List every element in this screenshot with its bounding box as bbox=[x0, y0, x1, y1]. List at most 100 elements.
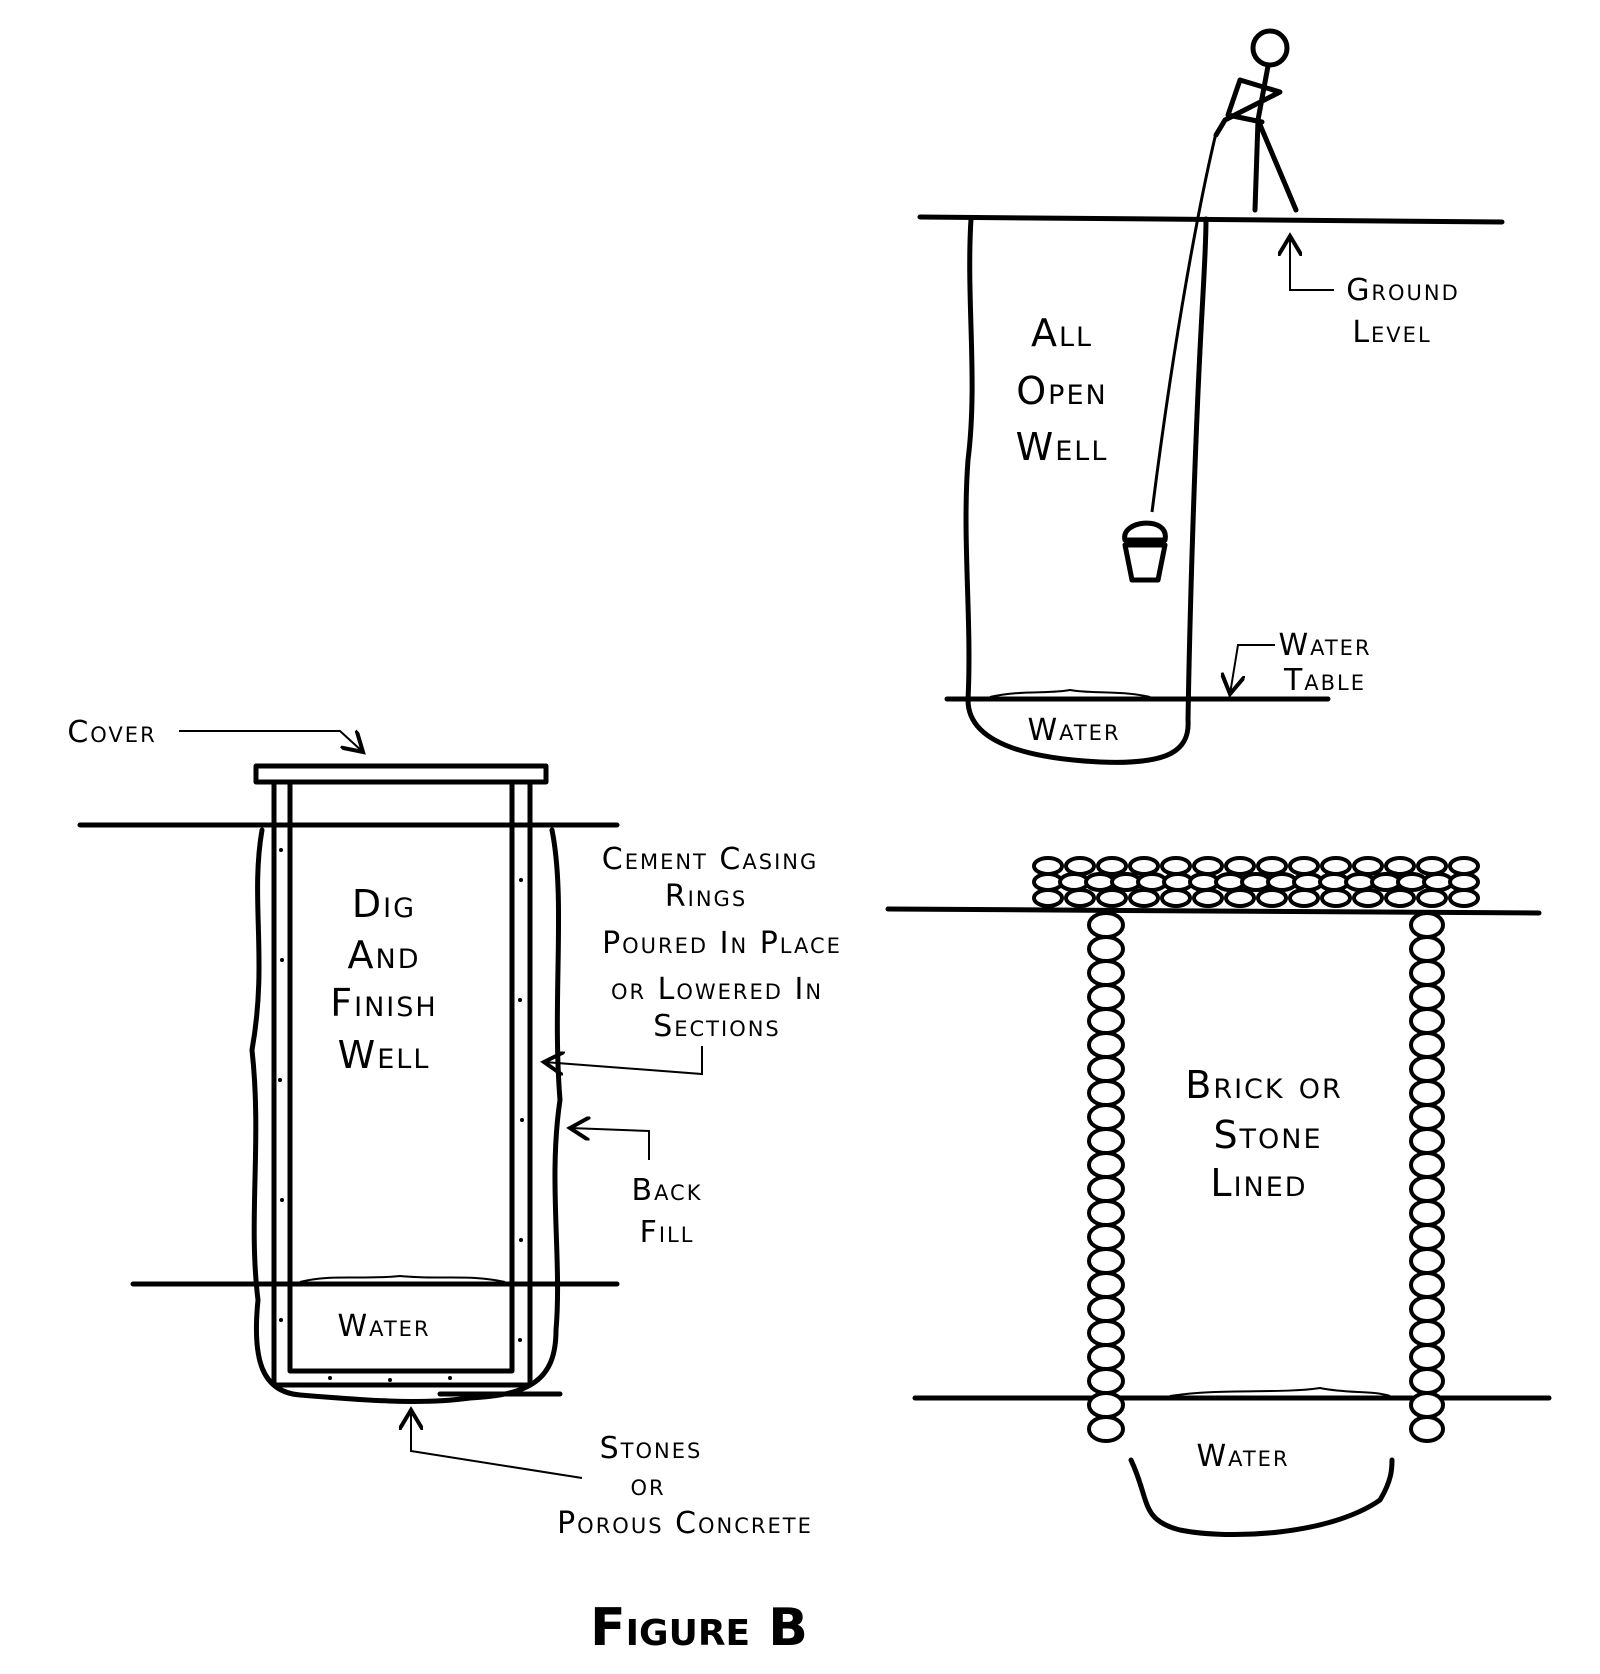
stone bbox=[1409, 1031, 1445, 1059]
stone bbox=[1448, 888, 1480, 908]
stone bbox=[1409, 1367, 1445, 1395]
stone bbox=[1448, 872, 1480, 892]
back-fill-label: Back bbox=[631, 1173, 702, 1208]
bottom-note-line: Stones bbox=[600, 1431, 703, 1466]
well-cover bbox=[253, 763, 549, 785]
stone bbox=[1087, 1247, 1125, 1275]
open-well-label-line: All bbox=[1031, 311, 1093, 355]
bottom-note-line: or bbox=[630, 1468, 665, 1503]
person-figure bbox=[1213, 28, 1299, 213]
stone bbox=[1087, 1295, 1125, 1323]
stone bbox=[1409, 1055, 1445, 1083]
stone bbox=[1188, 872, 1220, 892]
stone bbox=[1032, 888, 1064, 908]
stone bbox=[1409, 935, 1445, 963]
stone bbox=[1256, 856, 1288, 876]
stone bbox=[1370, 872, 1402, 892]
stone-cap bbox=[1032, 856, 1480, 908]
stone bbox=[1320, 888, 1352, 908]
stone bbox=[1384, 888, 1416, 908]
stone bbox=[1416, 888, 1448, 908]
stone bbox=[1409, 1343, 1445, 1371]
stone bbox=[1128, 888, 1160, 908]
stone bbox=[1224, 888, 1256, 908]
stone bbox=[1409, 1007, 1445, 1035]
stone bbox=[1292, 872, 1324, 892]
open-well: All Open Well Water Ground Level Water T… bbox=[917, 28, 1505, 765]
ground-level-label: Ground bbox=[1346, 273, 1460, 308]
stone bbox=[1136, 872, 1168, 892]
stone bbox=[1087, 1343, 1125, 1371]
stone bbox=[1087, 1055, 1125, 1083]
stone bbox=[1064, 888, 1096, 908]
stone bbox=[1192, 888, 1224, 908]
stone bbox=[1256, 888, 1288, 908]
stone bbox=[1087, 1223, 1125, 1251]
stone bbox=[1409, 1079, 1445, 1107]
bottom-note-line: Porous Concrete bbox=[557, 1506, 813, 1541]
stone bbox=[1409, 1175, 1445, 1203]
stone bbox=[1320, 856, 1352, 876]
dug-well-label-line: And bbox=[348, 933, 421, 977]
stone bbox=[1087, 1127, 1125, 1155]
stone bbox=[1416, 856, 1448, 876]
stone bbox=[1087, 1271, 1125, 1299]
casing-note-line: Poured In Place bbox=[602, 926, 842, 961]
stone bbox=[1409, 1319, 1445, 1347]
casing-note-line: Cement Casing bbox=[602, 842, 819, 877]
stone bbox=[1110, 872, 1142, 892]
stone bbox=[1409, 1295, 1445, 1323]
ground-level-arrow bbox=[1290, 236, 1334, 291]
dug-well-label-line: Finish bbox=[330, 981, 437, 1025]
stone bbox=[1087, 911, 1125, 939]
bottom-arrow bbox=[411, 1410, 583, 1479]
stone bbox=[1384, 856, 1416, 876]
water-surface bbox=[299, 1274, 506, 1283]
casing-arrow bbox=[544, 1046, 703, 1074]
stone bbox=[1240, 872, 1272, 892]
ground-line bbox=[885, 906, 1542, 916]
stone bbox=[1058, 872, 1090, 892]
stone bbox=[1214, 872, 1246, 892]
stone bbox=[1087, 1319, 1125, 1347]
stone bbox=[1087, 1175, 1125, 1203]
open-well-label-line: Well bbox=[1016, 425, 1109, 469]
stone bbox=[1087, 935, 1125, 963]
open-well-label-line: Open bbox=[1016, 369, 1107, 413]
casing-inner bbox=[287, 781, 515, 1374]
stone bbox=[1087, 1151, 1125, 1179]
cover-arrow bbox=[179, 731, 363, 752]
stone bbox=[1288, 856, 1320, 876]
stone bbox=[1409, 1223, 1445, 1251]
stone bbox=[1096, 856, 1128, 876]
water-surface bbox=[989, 688, 1151, 698]
brick-well-label-line: Stone bbox=[1213, 1113, 1322, 1157]
stone bbox=[1266, 872, 1298, 892]
stone bbox=[1087, 1199, 1125, 1227]
ground-level-label: Level bbox=[1352, 315, 1431, 350]
back-fill-label: Fill bbox=[640, 1215, 695, 1250]
stone bbox=[1087, 1391, 1125, 1419]
open-well-wall bbox=[963, 216, 1209, 765]
casing-note-line: or Lowered In bbox=[611, 972, 823, 1007]
stone bbox=[1087, 1007, 1125, 1035]
stone bbox=[1409, 983, 1445, 1011]
stone bbox=[1409, 1127, 1445, 1155]
casing-speckles bbox=[278, 848, 524, 1382]
stone bbox=[1087, 1367, 1125, 1395]
stone-lining bbox=[1087, 911, 1445, 1443]
stone bbox=[1409, 1391, 1445, 1419]
stone bbox=[1409, 959, 1445, 987]
bucket-icon bbox=[1122, 520, 1168, 583]
brick-well-label-line: Brick or bbox=[1185, 1063, 1342, 1107]
stone bbox=[1087, 1103, 1125, 1131]
stone bbox=[1087, 1031, 1125, 1059]
water-table-label: Table bbox=[1283, 663, 1366, 698]
stone bbox=[1160, 888, 1192, 908]
stone bbox=[1087, 1079, 1125, 1107]
casing-note-line: Sections bbox=[653, 1009, 781, 1044]
brick-well-label-line: Lined bbox=[1210, 1161, 1307, 1205]
stone bbox=[1318, 872, 1350, 892]
stone bbox=[1192, 856, 1224, 876]
